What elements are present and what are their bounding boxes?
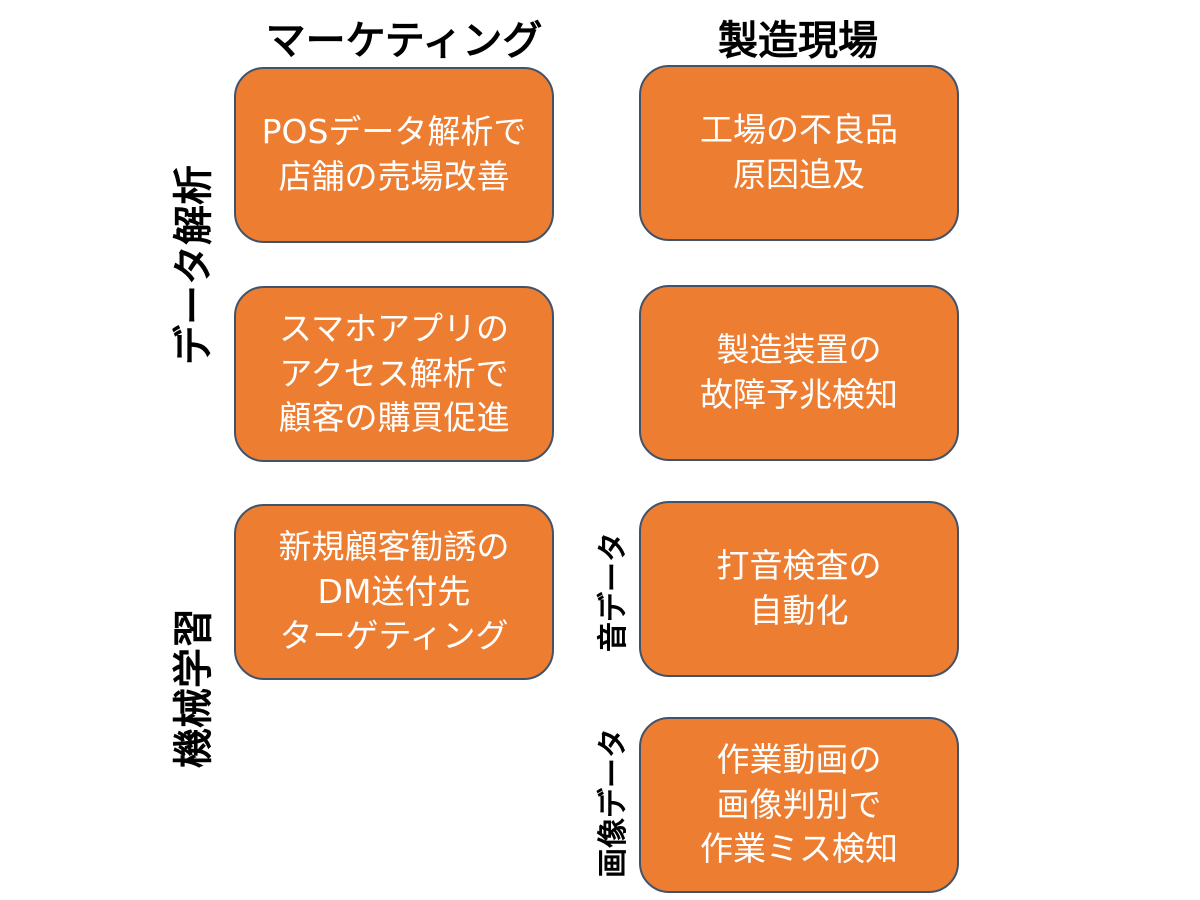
box-defect-cause: 工場の不良品 原因追及 — [639, 65, 959, 241]
row-label-machine-learning: 機械学習 — [171, 608, 217, 768]
column-header-marketing: マーケティング — [265, 18, 543, 64]
column-header-manufacturing: 製造現場 — [718, 18, 878, 64]
box-video-error-detection: 作業動画の 画像判別で 作業ミス検知 — [639, 717, 959, 893]
box-tap-inspection: 打音検査の 自動化 — [639, 501, 959, 677]
box-failure-prediction: 製造装置の 故障予兆検知 — [639, 285, 959, 461]
row-label-sound-data: 音データ — [596, 532, 631, 652]
box-app-access-analysis: スマホアプリの アクセス解析で 顧客の購買促進 — [234, 286, 554, 462]
box-dm-targeting: 新規顧客勧誘の DM送付先 ターゲティング — [234, 504, 554, 680]
box-pos-analysis: POSデータ解析で 店舗の売場改善 — [234, 67, 554, 243]
row-label-image-data: 画像データ — [596, 728, 631, 878]
row-label-data-analysis: データ解析 — [171, 165, 217, 365]
